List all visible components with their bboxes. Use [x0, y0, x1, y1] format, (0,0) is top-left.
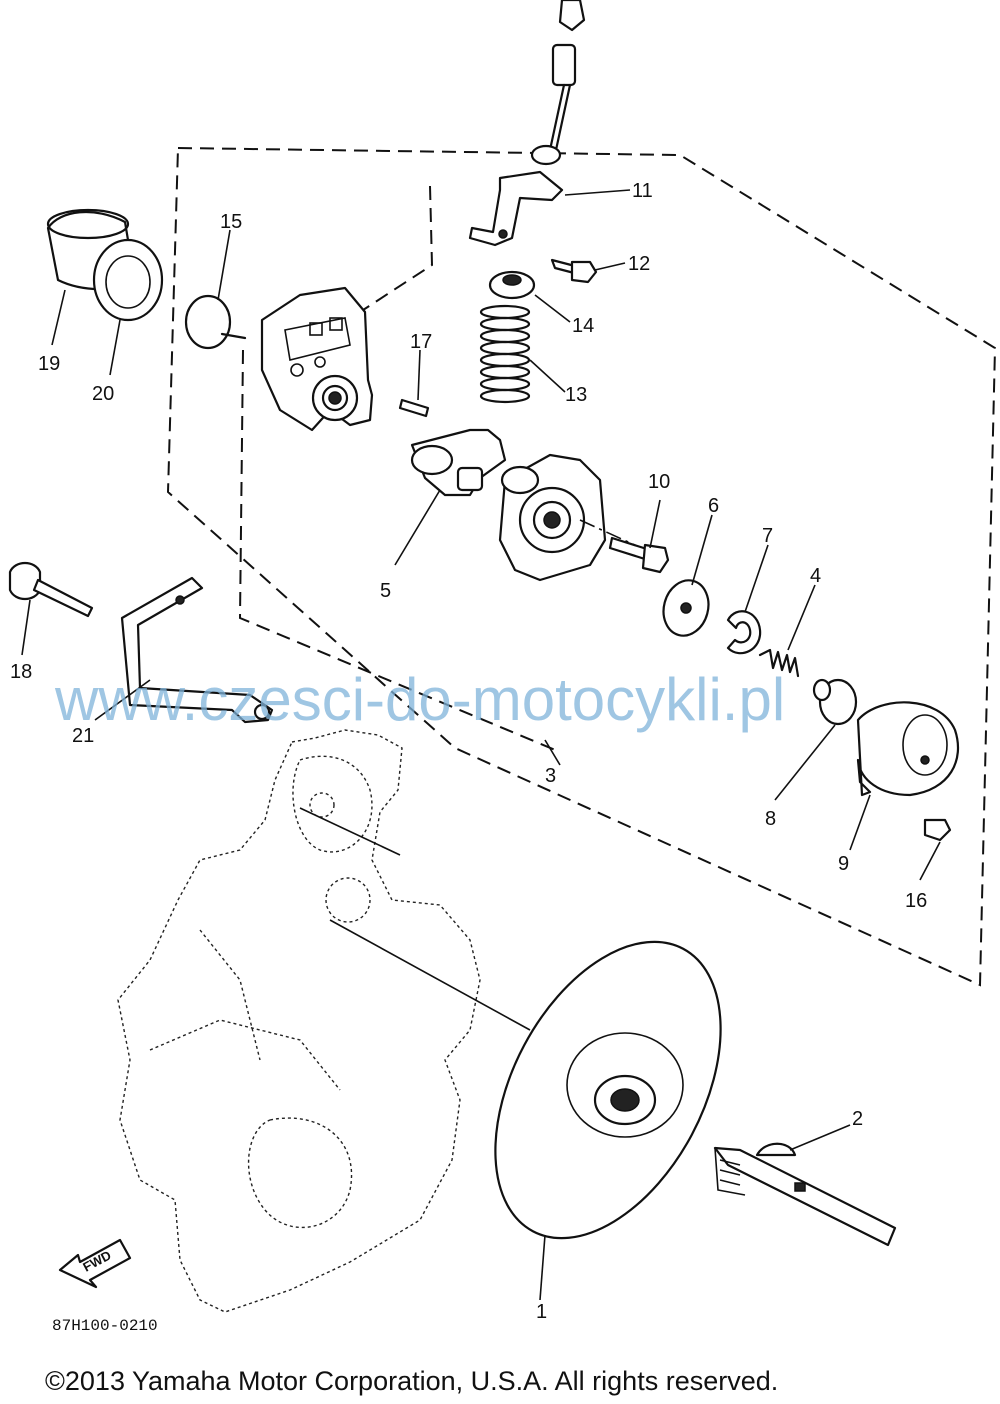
fwd-arrow-icon: FWD	[58, 1238, 132, 1289]
part-14-collar	[488, 270, 536, 300]
label-21: 21	[72, 725, 94, 747]
watermark-text: www.czesci-do-motocykli.pl	[54, 666, 785, 733]
label-15: 15	[220, 211, 242, 233]
part-17-pin	[398, 398, 430, 418]
label-6: 6	[708, 495, 719, 517]
label-19: 19	[38, 353, 60, 375]
part-1-sheave	[494, 940, 722, 1240]
label-4: 4	[810, 565, 821, 587]
label-10: 10	[648, 471, 670, 493]
part-13-spring	[479, 304, 531, 404]
label-7: 7	[762, 525, 773, 547]
diagram-code: 87H100-0210	[52, 1317, 158, 1335]
label-11: 11	[632, 180, 653, 202]
part-4-spring	[758, 648, 800, 678]
part-labels: 11 12 14 13 15 17 19 20 10 6 7 4 5 18 21…	[10, 180, 927, 1323]
label-12: 12	[628, 253, 650, 275]
label-5: 5	[380, 580, 391, 602]
part-9-cover	[856, 701, 960, 797]
part-8-collar	[812, 678, 858, 726]
label-9: 9	[838, 853, 849, 875]
label-14: 14	[572, 315, 594, 337]
part-3-governor-assembly	[498, 453, 651, 582]
part-21-bracket	[120, 576, 274, 724]
label-20: 20	[92, 383, 114, 405]
part-6-washer	[662, 579, 710, 637]
assembly-boundary	[166, 147, 997, 987]
part-15-plate	[184, 294, 247, 350]
label-2: 2	[852, 1108, 863, 1130]
engine-crankcase	[117, 729, 531, 1313]
part-12-screw	[550, 258, 598, 284]
part-20-cap	[92, 238, 164, 322]
label-18: 18	[10, 661, 32, 683]
part-18-bolt	[8, 561, 94, 618]
part-2-key	[755, 1142, 797, 1157]
label-13: 13	[565, 384, 587, 406]
crankshaft	[713, 1146, 897, 1247]
label-8: 8	[765, 808, 776, 830]
copyright-notice: ©2013 Yamaha Motor Corporation, U.S.A. A…	[45, 1366, 778, 1396]
part-16-screw	[923, 818, 952, 842]
part-5-weight	[410, 428, 507, 497]
label-16: 16	[905, 890, 927, 912]
part-10-bolt	[608, 536, 670, 574]
part-7-clip	[726, 610, 762, 655]
label-3: 3	[545, 765, 556, 787]
part-11-bracket	[468, 170, 564, 247]
leader-lines	[21, 189, 941, 1301]
label-1: 1	[536, 1301, 547, 1323]
label-17: 17	[410, 331, 432, 353]
governor-housing	[260, 286, 374, 432]
throttle-cable	[530, 0, 586, 166]
